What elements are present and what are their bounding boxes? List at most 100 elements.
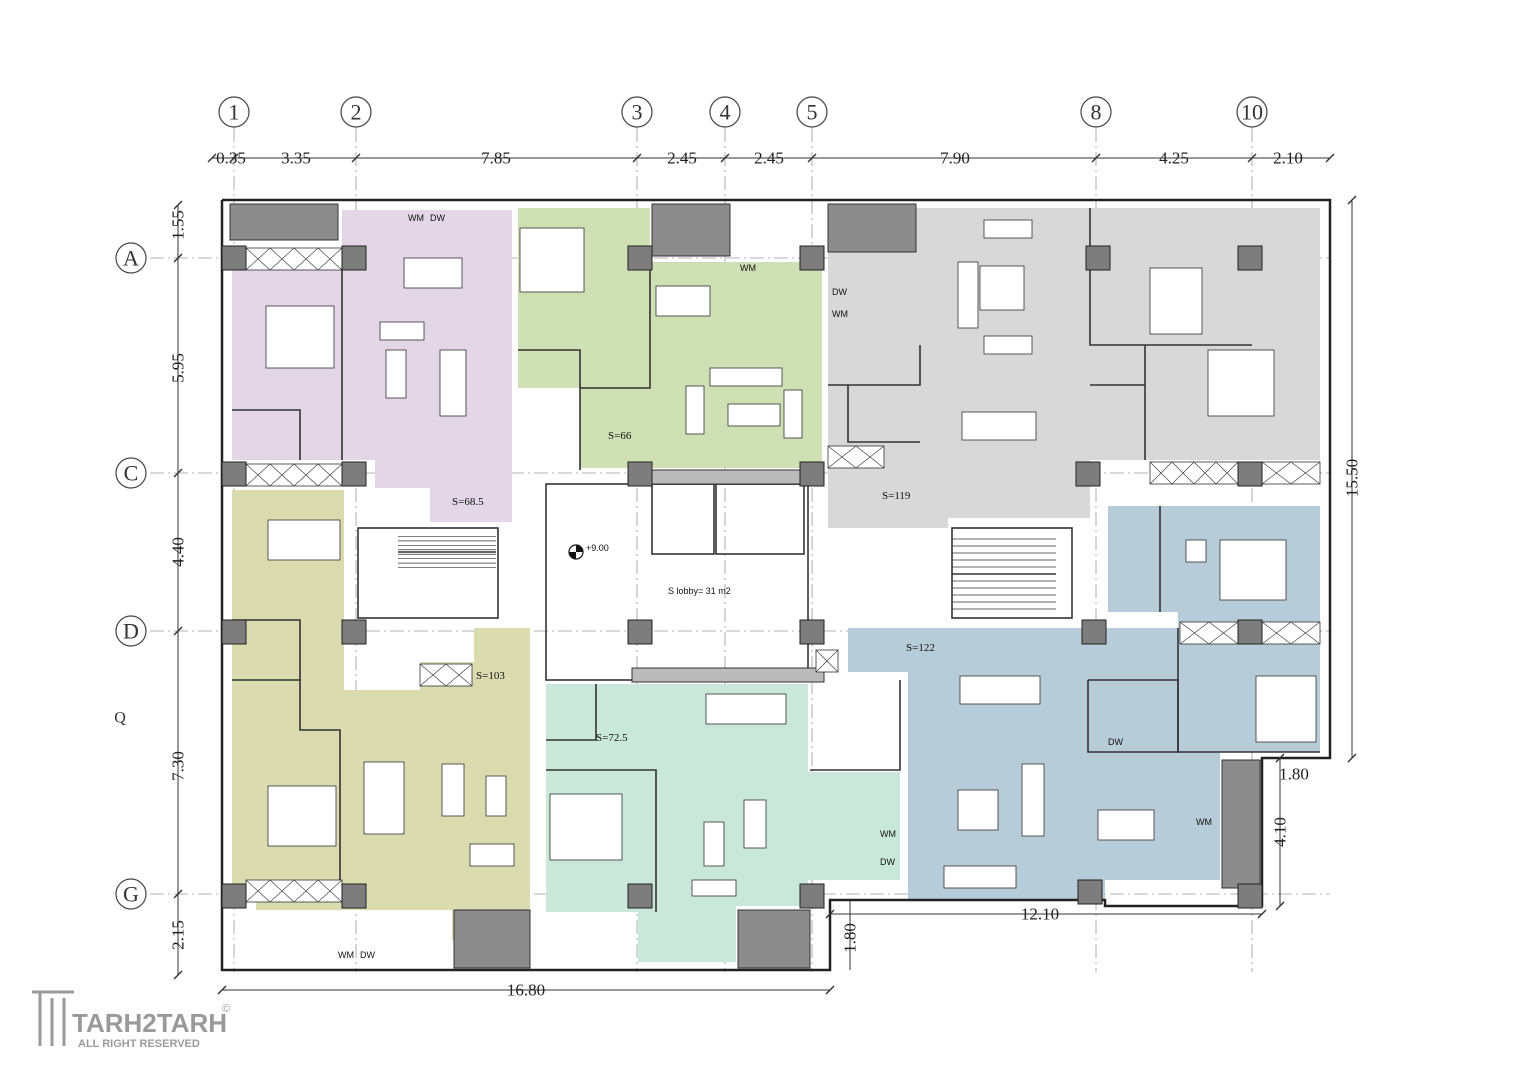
- stair-left: [357, 527, 499, 619]
- dim-left-4: 2.15: [169, 920, 188, 950]
- washer-label: WM: [408, 213, 424, 223]
- storage-cross: [445, 663, 473, 687]
- storage-cross: [317, 879, 343, 903]
- structural-column: [1237, 245, 1263, 271]
- shaft-wall: [631, 469, 825, 485]
- logo-tagline: ALL RIGHT RESERVED: [78, 1038, 200, 1050]
- furniture-item: [705, 693, 787, 725]
- balcony-top-mid: [651, 203, 731, 257]
- building-core: +9.00 S lobby= 31 m2: [357, 469, 1073, 683]
- furniture-item: [1149, 267, 1203, 335]
- structural-column: [341, 619, 367, 645]
- stair-left-steps: [398, 536, 496, 568]
- storage-band: [1261, 461, 1321, 485]
- furniture-item: [709, 367, 783, 387]
- furniture-item: [957, 261, 979, 329]
- furniture-item: [439, 349, 467, 417]
- dim-tick: [807, 153, 817, 163]
- structural-column: [627, 883, 653, 909]
- storage-cross: [293, 879, 319, 903]
- grid-bubble-4: [709, 96, 741, 128]
- furniture-item: [441, 763, 465, 817]
- storage-cross: [245, 247, 271, 271]
- grid-bubbles: 1 2 3 4 5 8 10 A C D Q G: [114, 96, 1268, 910]
- dim-tick: [351, 153, 361, 163]
- stair-right-steps: [952, 538, 1056, 610]
- structural-column: [799, 461, 825, 487]
- appliance-labels: WM DW WM DW WM WM DW DW WM WM DW: [338, 213, 1212, 960]
- balcony-bottom-mid: [737, 909, 811, 969]
- furniture-item: [743, 799, 767, 849]
- furniture-item: [983, 219, 1033, 239]
- wall-gray-bath: [847, 385, 920, 443]
- dishwasher-label: DW: [360, 950, 375, 960]
- wall-green-bath: [518, 349, 581, 470]
- interior-walls: [232, 208, 1320, 912]
- grid-bubble-3: [621, 96, 653, 128]
- dim-left-1: 5.95: [169, 353, 188, 383]
- furniture-item: [385, 349, 407, 399]
- furniture-item: [983, 335, 1033, 355]
- wall-purple-bath: [232, 409, 301, 460]
- structural-column: [627, 619, 653, 645]
- storage-cross: [1261, 621, 1292, 645]
- storage-cross: [245, 463, 271, 487]
- dimension-ticks: [173, 153, 1357, 995]
- wall-gray-kitchen: [828, 345, 921, 386]
- dim-tick: [1347, 753, 1357, 763]
- dim-tick: [720, 153, 730, 163]
- balcony-right: [1221, 759, 1261, 889]
- lobby-area: [545, 483, 809, 681]
- structural-column: [221, 883, 247, 909]
- furniture-item: [403, 257, 463, 289]
- area-label-blue: S=122: [906, 642, 935, 654]
- storage-cross: [1208, 621, 1239, 645]
- dim-tick: [217, 985, 227, 995]
- dim-left-0: 1.55: [169, 210, 188, 240]
- dim-right-total: 15.50: [1343, 459, 1362, 497]
- structural-column: [221, 245, 247, 271]
- furniture-item: [783, 389, 803, 439]
- furniture-item: [267, 519, 341, 561]
- furniture-item: [519, 227, 585, 293]
- dishwasher-label: DW: [832, 287, 847, 297]
- dishwasher-label: DW: [880, 857, 895, 867]
- dim-tick: [1247, 153, 1257, 163]
- storage-cross: [815, 649, 839, 673]
- dim-top-1: 3.35: [281, 149, 311, 168]
- furniture: [265, 219, 1317, 897]
- structural-column: [221, 461, 247, 487]
- balcony-bottom-left: [453, 909, 531, 969]
- window-bands: [245, 247, 1321, 903]
- logo-mark-copyright: ©: [222, 1003, 230, 1015]
- storage-cross: [269, 247, 295, 271]
- dim-tick: [1325, 153, 1335, 163]
- outer-walls: [220, 198, 1332, 972]
- storage-band: [1149, 461, 1239, 485]
- grid-label-D: D: [123, 619, 139, 644]
- dim-tick: [1275, 753, 1285, 763]
- wall-green-bed: [580, 262, 651, 389]
- washer-label: WM: [1196, 817, 1212, 827]
- grid-label-2: 2: [351, 100, 362, 125]
- furniture-item: [961, 411, 1037, 441]
- elevator-right: [715, 483, 805, 555]
- area-label-purple: S=68.5: [452, 496, 484, 508]
- dishwasher-label: DW: [1108, 737, 1123, 747]
- unit-green-fill: [518, 208, 822, 468]
- furniture-item: [1255, 675, 1317, 743]
- furniture-item: [265, 305, 335, 369]
- wall-mint-bath: [546, 684, 597, 741]
- structural-column: [341, 461, 367, 487]
- dim-tick: [173, 889, 183, 899]
- balconies: [229, 203, 1261, 969]
- structural-column: [1237, 619, 1263, 645]
- dim-top-3: 2.45: [667, 149, 697, 168]
- furniture-item: [943, 865, 1017, 889]
- logo-mark: [32, 990, 74, 1046]
- storage-cross: [419, 663, 447, 687]
- area-label-olive: S=103: [476, 670, 505, 682]
- furniture-item: [469, 843, 515, 867]
- grid-bubble-G: [115, 878, 147, 910]
- storage-band: [245, 879, 343, 903]
